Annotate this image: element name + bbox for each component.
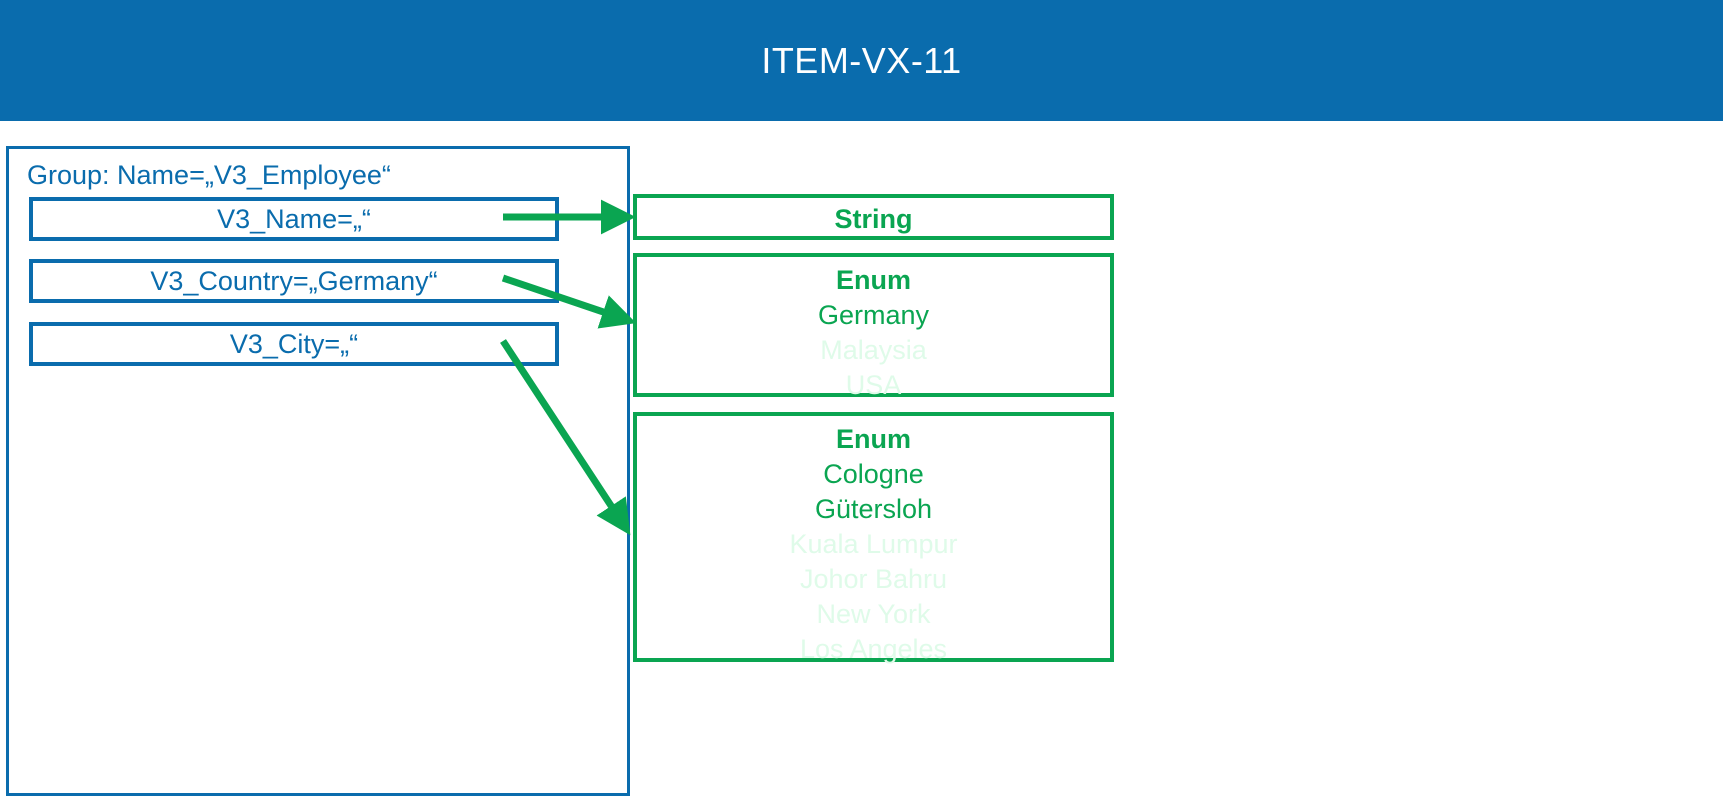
- enum-value: New York: [816, 599, 931, 629]
- type-box-string[interactable]: String: [633, 194, 1114, 240]
- title-bar: ITEM-VX-11: [0, 0, 1723, 121]
- group-panel: Group: Name=„V3_Employee“ V3_Name=„“ V3_…: [6, 146, 630, 796]
- type-box-enum-city[interactable]: Enum Cologne Gütersloh Kuala Lumpur Joho…: [633, 412, 1114, 664]
- type-kind-label: Enum: [835, 265, 911, 295]
- enum-value: Cologne: [823, 459, 924, 489]
- attribute-label-v3-name: V3_Name=„“: [217, 203, 371, 234]
- attribute-box-v3-country[interactable]: V3_Country=„Germany“: [29, 259, 559, 303]
- attribute-box-v3-name[interactable]: V3_Name=„“: [29, 197, 559, 241]
- enum-value: Gütersloh: [814, 494, 933, 524]
- enum-value: Johor Bahru: [799, 564, 948, 594]
- type-kind-label: Enum: [835, 424, 911, 454]
- attribute-box-v3-city[interactable]: V3_City=„“: [29, 322, 559, 366]
- type-box-enum-country[interactable]: Enum Germany Malaysia USA: [633, 253, 1114, 400]
- enum-value: Los Angeles: [799, 634, 948, 664]
- group-title: Group: Name=„V3_Employee“: [27, 160, 391, 190]
- enum-value: USA: [845, 370, 902, 400]
- attribute-label-v3-city: V3_City=„“: [229, 328, 359, 359]
- attribute-label-v3-country: V3_Country=„Germany“: [150, 265, 438, 296]
- enum-value: Kuala Lumpur: [789, 529, 958, 559]
- page-title: ITEM-VX-11: [761, 39, 962, 81]
- enum-value: Germany: [817, 300, 930, 330]
- type-kind-label: String: [834, 204, 913, 234]
- enum-value: Malaysia: [820, 335, 927, 365]
